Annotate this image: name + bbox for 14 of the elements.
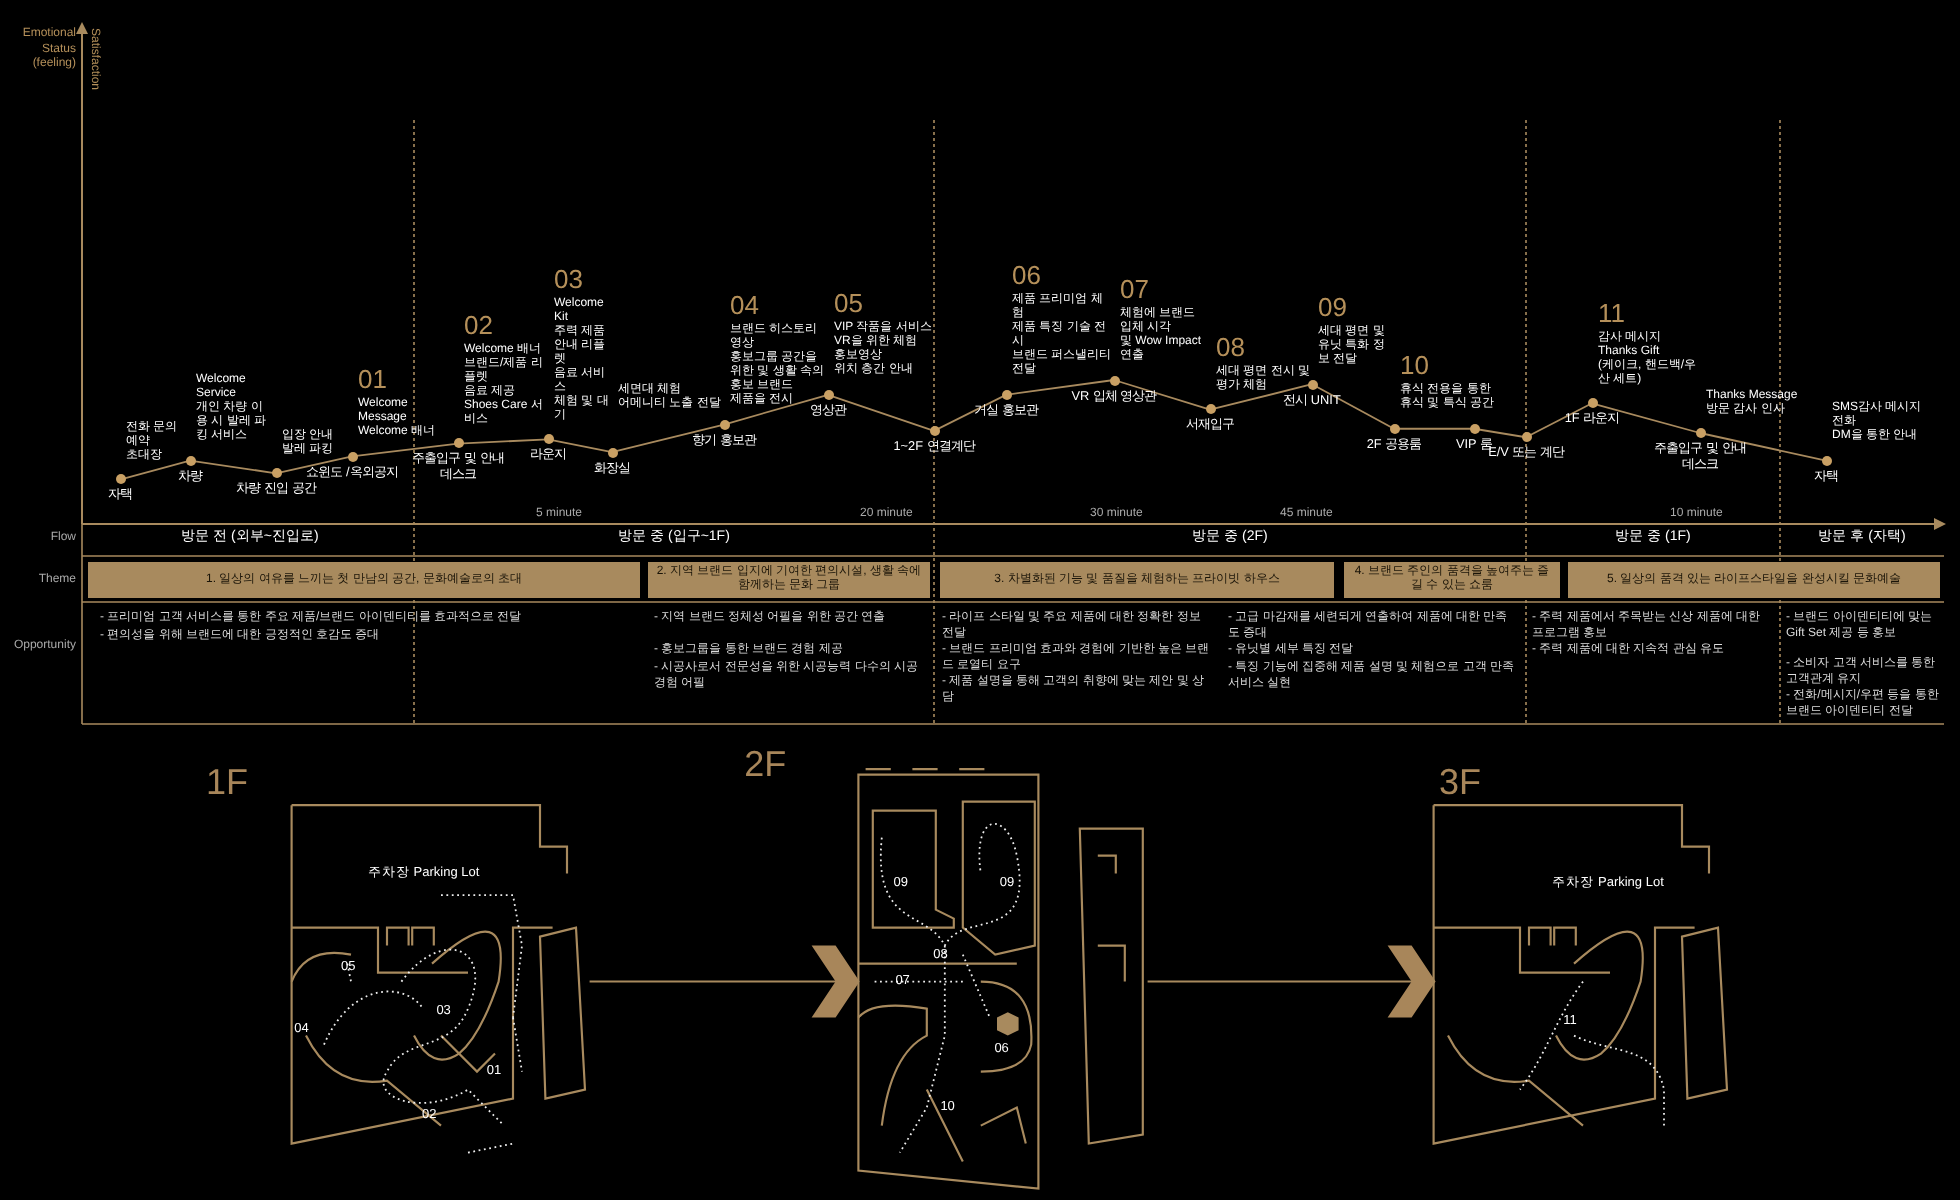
step-number: 03: [554, 265, 583, 294]
floor-heading: 3F: [1439, 762, 1482, 802]
step-number: 10: [1400, 352, 1429, 381]
step-number: 06: [1012, 262, 1041, 291]
step-number: 01: [358, 366, 387, 395]
step-number: 07: [1120, 276, 1149, 304]
step-number: 08: [1216, 333, 1245, 362]
floor-heading: 2F: [744, 744, 787, 784]
step-number: 11: [1598, 299, 1625, 328]
step-number: 02: [464, 311, 493, 340]
step-number: 04: [730, 292, 759, 321]
step-number: 05: [834, 290, 863, 319]
floor-heading: 1F: [206, 762, 249, 802]
step-number: 09: [1318, 294, 1347, 323]
